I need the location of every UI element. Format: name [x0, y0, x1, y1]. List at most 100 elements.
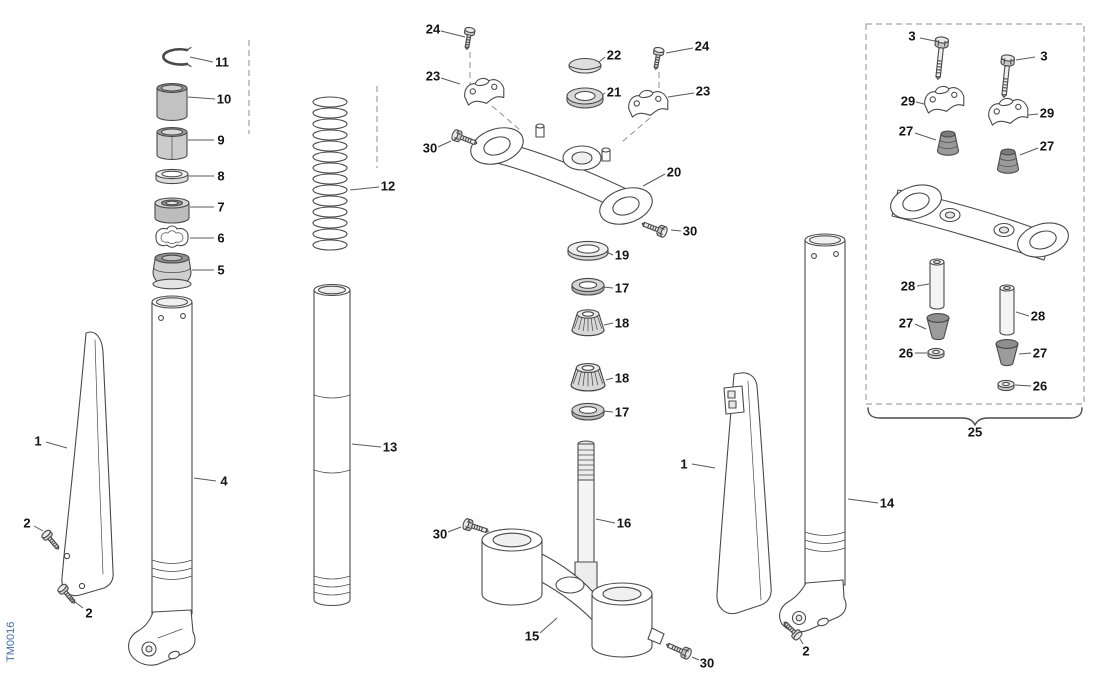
steering-assembly	[450, 26, 694, 661]
callout-leader-line	[605, 251, 614, 256]
callout-leader-line	[447, 526, 462, 533]
callout-label-27: 27	[899, 316, 913, 331]
callout-label-5: 5	[217, 263, 224, 278]
lower-triple-clamp-15	[481, 528, 665, 658]
callout-label-22: 22	[607, 48, 621, 63]
callout-label-16: 16	[617, 516, 631, 531]
callout-leader-line	[847, 498, 879, 504]
inner-tube-13	[313, 283, 351, 607]
rubber-cone-27-bottom-left	[926, 313, 950, 341]
callout-label-27: 27	[1033, 346, 1047, 361]
callout-label-29: 29	[901, 94, 915, 109]
taper-bearing-18-upper	[571, 309, 605, 337]
callout-label-29: 29	[1040, 106, 1054, 121]
retaining-clip-6	[155, 225, 189, 248]
callout-label-1: 1	[34, 434, 41, 449]
pinch-bolt-30-bottom-left	[461, 517, 491, 538]
ring-nut-21	[566, 87, 604, 109]
callout-label-23: 23	[696, 84, 710, 99]
callout-leader-line	[691, 463, 716, 469]
outer-tube-14	[779, 233, 847, 633]
callout-leader-line	[539, 617, 558, 634]
callout-leader-line	[914, 323, 927, 330]
callout-layer: 1110987651422121324242221232330203019171…	[23, 22, 1054, 671]
callout-leader-line	[799, 638, 804, 645]
handlebar-mount-kit-25	[867, 35, 1083, 426]
washer-8	[155, 168, 189, 185]
callout-leader-line	[919, 37, 936, 42]
callout-leader-line	[916, 283, 930, 287]
bolt-3-left	[930, 35, 950, 81]
callout-leader-line	[667, 92, 695, 98]
callout-leader-line	[1018, 352, 1032, 355]
washer-26-left	[927, 347, 945, 360]
callout-label-24: 24	[426, 22, 441, 37]
callout-leader-line	[349, 186, 380, 191]
right-fork-assembly	[716, 233, 847, 642]
bar-clamp-29-right	[985, 93, 1031, 129]
bar-clamp-29-left	[921, 81, 967, 117]
diagram-code: TM0016	[5, 622, 17, 662]
callout-leader-line	[914, 132, 937, 141]
callout-label-18: 18	[615, 316, 629, 331]
callout-label-28: 28	[901, 279, 915, 294]
callout-leader-line	[33, 525, 44, 532]
callout-label-28: 28	[1031, 309, 1045, 324]
callout-label-30: 30	[433, 527, 447, 542]
callout-label-27: 27	[899, 124, 913, 139]
callout-label-25: 25	[968, 425, 982, 440]
callout-label-2: 2	[85, 606, 92, 621]
outer-tube-4	[128, 295, 196, 666]
callout-leader-line	[187, 96, 216, 100]
kit-triple-clamp	[890, 184, 1069, 261]
steering-stem-16	[574, 440, 598, 601]
spacer-28-left	[929, 258, 945, 310]
callout-leader-line	[603, 322, 614, 326]
kit-boundary-box	[865, 23, 1085, 405]
callout-leader-line	[602, 410, 614, 413]
callout-label-21: 21	[607, 85, 621, 100]
bearing-seal-17-lower	[571, 402, 605, 421]
callout-leader-line	[440, 77, 461, 85]
callout-leader-line	[691, 656, 700, 661]
bushing-10	[156, 83, 188, 121]
callout-leader-line	[670, 229, 682, 232]
callout-leader-line	[45, 441, 68, 449]
callout-label-2: 2	[802, 644, 809, 659]
callout-label-3: 3	[908, 29, 915, 44]
dashed-guide-line	[621, 117, 651, 143]
callout-label-26: 26	[899, 346, 913, 361]
callout-leader-line	[1015, 56, 1036, 61]
fork-guard-right	[716, 372, 772, 615]
callout-label-24: 24	[695, 39, 710, 54]
callout-label-27: 27	[1040, 139, 1054, 154]
callout-leader-line	[598, 56, 606, 63]
callout-label-13: 13	[383, 440, 397, 455]
fork-guard-left	[61, 331, 114, 597]
bar-clamp-23-right	[625, 85, 671, 121]
stem-nut-19	[567, 240, 609, 261]
screw-24-right	[650, 46, 665, 71]
callout-label-23: 23	[426, 69, 440, 84]
callout-label-17: 17	[615, 405, 629, 420]
callout-label-4: 4	[220, 474, 228, 489]
callout-label-18: 18	[615, 371, 629, 386]
fork-spring-12	[312, 96, 348, 251]
oil-seal-7	[154, 197, 190, 224]
bar-clamp-23-left	[461, 73, 507, 109]
cap-22	[568, 57, 602, 74]
callout-leader-line	[1027, 113, 1039, 116]
callout-label-20: 20	[667, 165, 681, 180]
callout-label-2: 2	[23, 516, 30, 531]
callout-label-26: 26	[1033, 379, 1047, 394]
callout-label-30: 30	[700, 656, 714, 671]
upper-triple-clamp-20	[470, 123, 653, 225]
callout-leader-line	[189, 56, 214, 63]
snap-ring-11	[162, 46, 192, 68]
bearing-seal-17-upper	[571, 277, 605, 296]
rubber-cone-27-top-right	[996, 148, 1020, 174]
washer-26-right	[997, 379, 1015, 392]
callout-label-3: 3	[1040, 49, 1047, 64]
